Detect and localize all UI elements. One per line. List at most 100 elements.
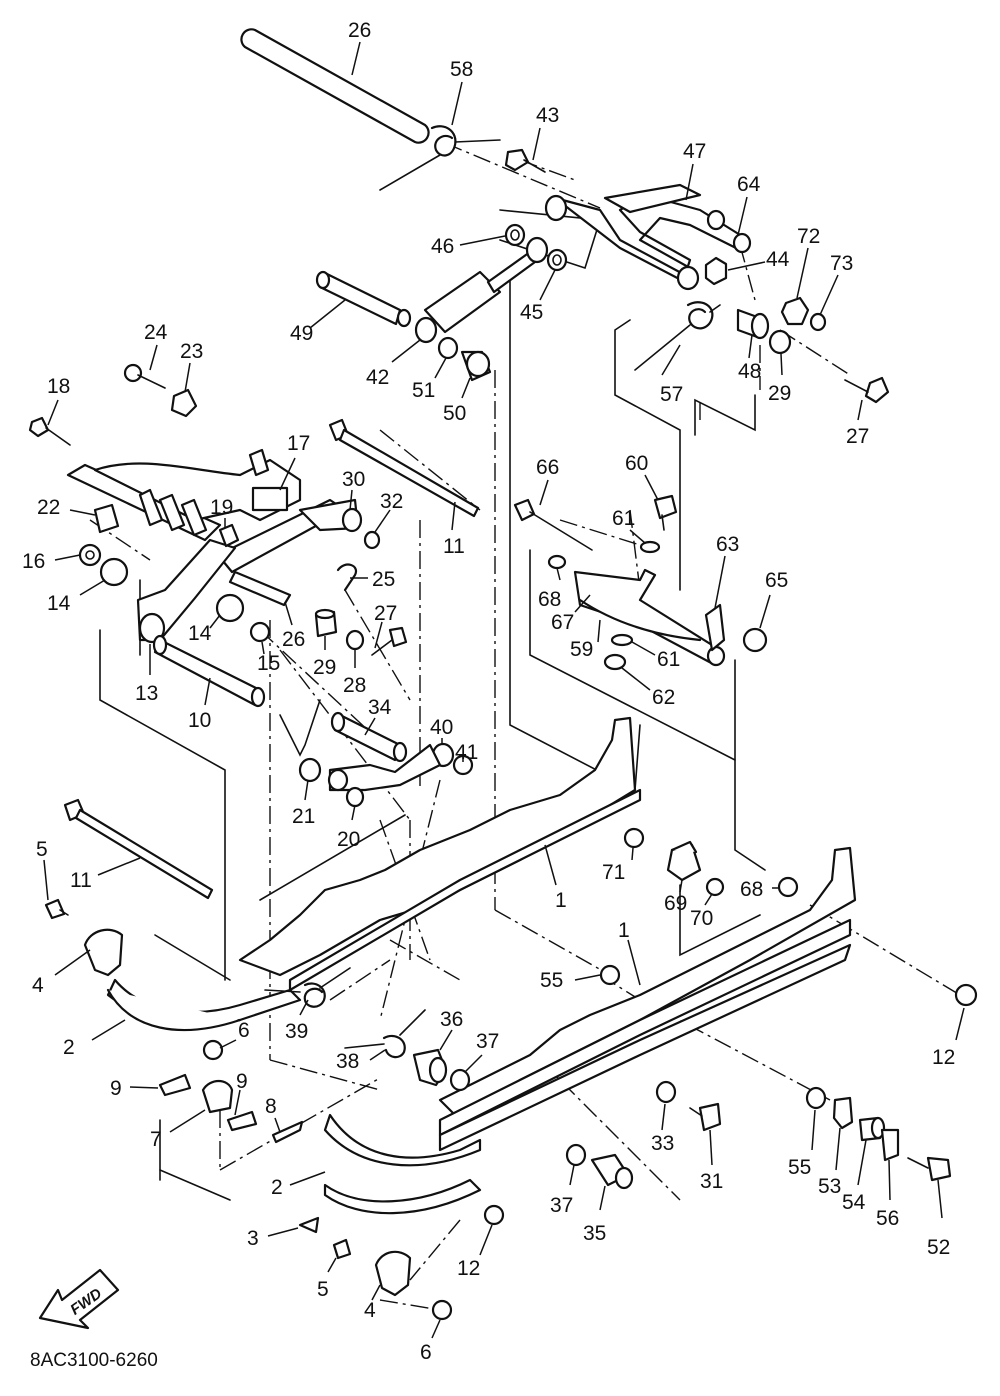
- washer-73: [809, 312, 827, 332]
- washer-28: [345, 629, 365, 651]
- callout-60: 60: [625, 452, 648, 475]
- rivet-8: [271, 1120, 304, 1144]
- block-69: [666, 840, 702, 882]
- bushing-48: [736, 308, 770, 340]
- callout-4-lower: 4: [364, 1299, 376, 1322]
- spacer-45: [546, 248, 568, 272]
- callout-68b: 68: [740, 878, 763, 901]
- callout-39: 39: [285, 1020, 308, 1043]
- bracket-63: [704, 603, 726, 652]
- bushing-51: [437, 336, 459, 360]
- callout-70: 70: [690, 907, 713, 930]
- clip-23: [170, 388, 198, 418]
- callout-7: 7: [150, 1128, 162, 1151]
- callout-73: 73: [830, 252, 853, 275]
- shaft-10: [152, 634, 266, 708]
- washer-68a: [547, 554, 567, 570]
- block-7: [201, 1079, 234, 1114]
- washer-61a: [639, 540, 661, 554]
- washer-37-lower: [565, 1143, 587, 1167]
- callout-15: 15: [257, 652, 280, 675]
- callout-61b: 61: [657, 648, 680, 671]
- bolt-27-top: [844, 376, 890, 404]
- bracket-53: [832, 1096, 854, 1130]
- callout-45: 45: [520, 301, 543, 324]
- shim-9-upper: [158, 1073, 192, 1097]
- bushing-50: [460, 350, 492, 382]
- cover-4-lower: [374, 1250, 412, 1297]
- bolt-52: [907, 1156, 952, 1182]
- spring-38: [344, 1009, 426, 1059]
- bushing-36: [412, 1048, 448, 1087]
- cotter-pin-25: [336, 563, 358, 592]
- screw-3: [298, 1216, 320, 1234]
- linkage-arm-20: [327, 743, 442, 808]
- ball-14a: [99, 557, 129, 587]
- callout-12-right: 12: [932, 1046, 955, 1069]
- callout-26b: 26: [282, 628, 305, 651]
- callout-55-left: 55: [540, 969, 563, 992]
- callout-13: 13: [135, 682, 158, 705]
- callout-11-top: 11: [443, 535, 465, 558]
- shim-9-lower: [226, 1110, 258, 1132]
- spacer-46: [504, 223, 526, 247]
- callout-16: 16: [22, 550, 45, 573]
- callout-54: 54: [842, 1191, 866, 1214]
- callout-49: 49: [290, 322, 313, 345]
- nut-72: [780, 296, 810, 326]
- callout-18: 18: [47, 375, 70, 398]
- callout-38: 38: [336, 1050, 359, 1073]
- callout-4-left: 4: [32, 974, 44, 997]
- callout-3: 3: [247, 1227, 259, 1250]
- coil-spring-17: [138, 486, 289, 537]
- rear-arm-67: [573, 568, 726, 667]
- torsion-spring-58: [379, 125, 501, 191]
- callout-21: 21: [292, 805, 315, 828]
- callout-27-top: 27: [846, 425, 869, 448]
- callout-6-left: 6: [238, 1019, 250, 1042]
- bolt-31: [689, 1102, 722, 1132]
- callout-25: 25: [372, 568, 395, 591]
- bolt-5-lower: [332, 1238, 352, 1260]
- callout-67: 67: [551, 611, 574, 634]
- callout-44: 44: [766, 248, 790, 271]
- callout-72: 72: [797, 225, 820, 248]
- bolt-60: [653, 494, 678, 531]
- callout-14a: 14: [47, 592, 71, 615]
- callout-12-lower: 12: [457, 1257, 480, 1280]
- callout-9-upper: 9: [110, 1077, 122, 1100]
- bolt-43: [504, 148, 546, 173]
- callout-63: 63: [716, 533, 739, 556]
- linkage-outlines: [99, 209, 766, 1201]
- callout-31: 31: [700, 1170, 723, 1193]
- washer-37-upper: [449, 1068, 471, 1092]
- pin-49: [315, 270, 412, 328]
- callout-2-left: 2: [63, 1036, 75, 1059]
- callout-56: 56: [876, 1207, 899, 1230]
- callout-53: 53: [818, 1175, 841, 1198]
- callout-50: 50: [443, 402, 466, 425]
- upper-link-bracket: [544, 183, 752, 291]
- ball-14b: [215, 593, 245, 623]
- callout-65: 65: [765, 569, 788, 592]
- callout-37-upper: 37: [476, 1030, 499, 1053]
- collar-29-mid: [314, 608, 338, 638]
- callout-66: 66: [536, 456, 559, 479]
- callout-40: 40: [430, 716, 453, 739]
- nut-62: [603, 653, 627, 671]
- slide-rail-1-right: [323, 846, 857, 1215]
- nut-12-lower: [483, 1204, 505, 1226]
- nut-19: [218, 523, 240, 548]
- pivot-30: [341, 507, 363, 533]
- callout-10: 10: [188, 709, 211, 732]
- nut-71: [623, 827, 645, 849]
- nut-12-right: [954, 983, 978, 1007]
- slide-rail-1-left: [106, 716, 642, 1032]
- callout-29-top: 29: [768, 382, 791, 405]
- nut-44: [704, 256, 728, 286]
- callout-28: 28: [343, 674, 366, 697]
- callout-48: 48: [738, 360, 761, 383]
- callout-35: 35: [583, 1222, 606, 1245]
- bolt-18: [28, 416, 71, 446]
- rod-26-top: [240, 28, 430, 144]
